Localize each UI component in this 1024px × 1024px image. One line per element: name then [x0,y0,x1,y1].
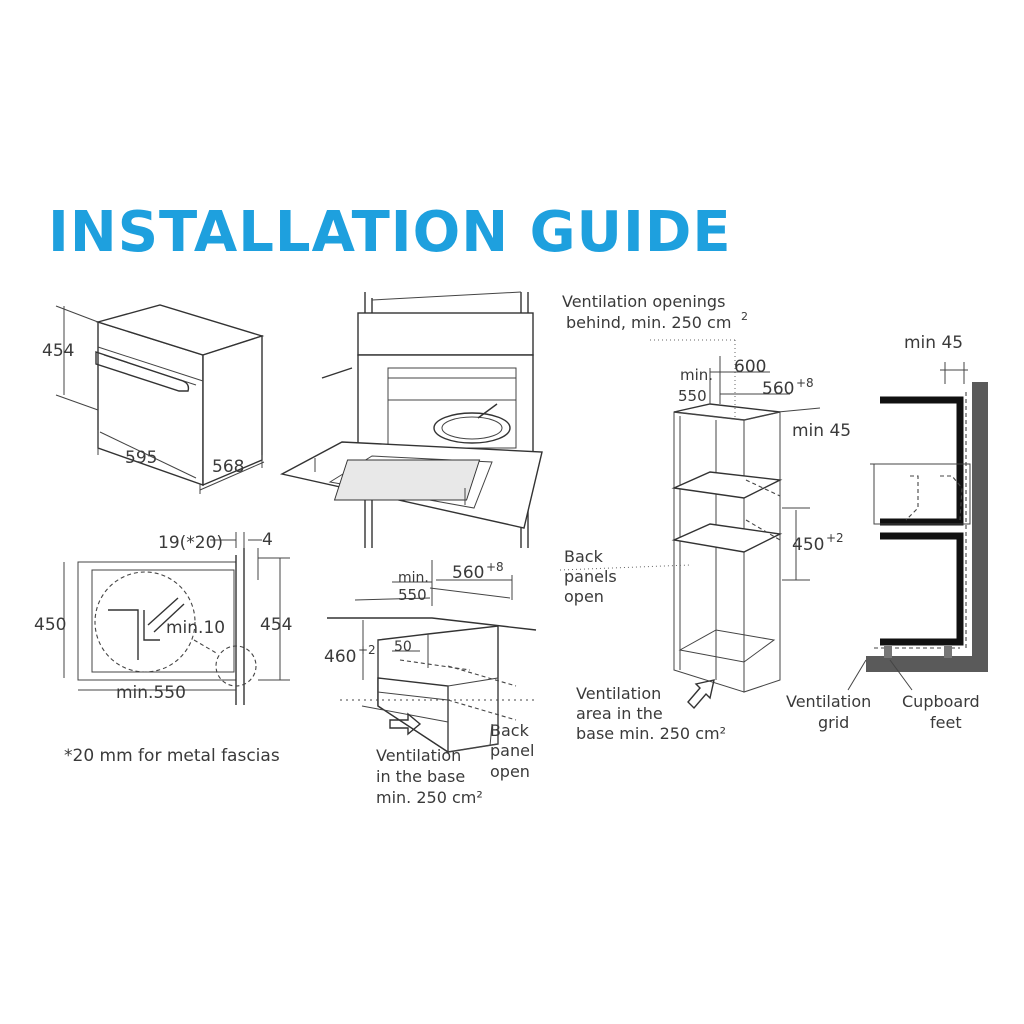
fascia-left-height-label: 450 [34,615,66,635]
uc-vent-1: Ventilation [376,746,461,765]
uc-back-panel-2: panel [490,741,534,760]
uc-height-sup: +2 [358,643,376,657]
tall-vent-openings-1: Ventilation openings [562,292,725,311]
tall-min45-label: min 45 [792,421,851,441]
fascia-gap-label: 4 [262,530,273,550]
tall-outer-width: 600 [734,357,766,377]
side-feet-label-1: Cupboard [902,692,980,711]
tall-back-panels-1: Back [564,547,604,566]
tall-vent-area-2: area in the [576,704,663,723]
tall-back-panels-3: open [564,587,604,606]
oven-width-label: 595 [125,448,157,468]
tall-height-sup: +2 [826,531,844,545]
side-grid-label-1: Ventilation [786,692,871,711]
side-min45-label: min 45 [904,333,963,353]
tall-min-label: min. [680,366,713,384]
tall-back-panels-2: panels [564,567,617,586]
uc-width-sup: +8 [486,560,504,574]
tall-vent-openings-sup: 2 [741,310,748,323]
oven-install-drawing [280,291,543,548]
uc-vent-3: min. 250 cm² [376,788,483,807]
uc-min-value: 550 [398,586,427,604]
tall-inner-width-sup: +8 [796,376,814,390]
uc-height-value: 460 [324,647,356,667]
side-feet-label-2: feet [930,713,962,732]
tall-height-value: 450 [792,535,824,555]
uc-width-value: 560 [452,563,484,583]
uc-min-label: min. [398,570,429,586]
uc-vent-2: in the base [376,767,465,786]
fascia-inner-label: min.10 [166,618,225,638]
fascia-thickness-label: 19(*20) [158,533,223,553]
tall-vent-area-1: Ventilation [576,684,661,703]
fascia-bottom-label: min.550 [116,683,186,703]
side-section-drawing [847,362,988,691]
fascia-right-height-label: 454 [260,615,292,635]
uc-back-panel-1: Back [490,721,530,740]
tall-min-value: 550 [678,387,707,405]
oven-depth-label: 568 [212,457,244,477]
tall-vent-openings-2: behind, min. 250 cm [566,313,731,332]
fascia-footnote: *20 mm for metal fascias [64,746,280,766]
oven-height-label: 454 [42,341,74,361]
uc-gap-label: 50 [394,639,412,655]
tall-inner-width: 560 [762,379,794,399]
under-counter-drawing [327,560,537,754]
fascia-section-drawing [63,532,290,705]
tall-unit-drawing [559,339,821,710]
page-title: INSTALLATION GUIDE [48,200,732,265]
oven-dimension-drawing [55,304,265,494]
uc-back-panel-3: open [490,762,530,781]
tall-vent-area-3: base min. 250 cm² [576,724,726,743]
side-grid-label-2: grid [818,713,849,732]
